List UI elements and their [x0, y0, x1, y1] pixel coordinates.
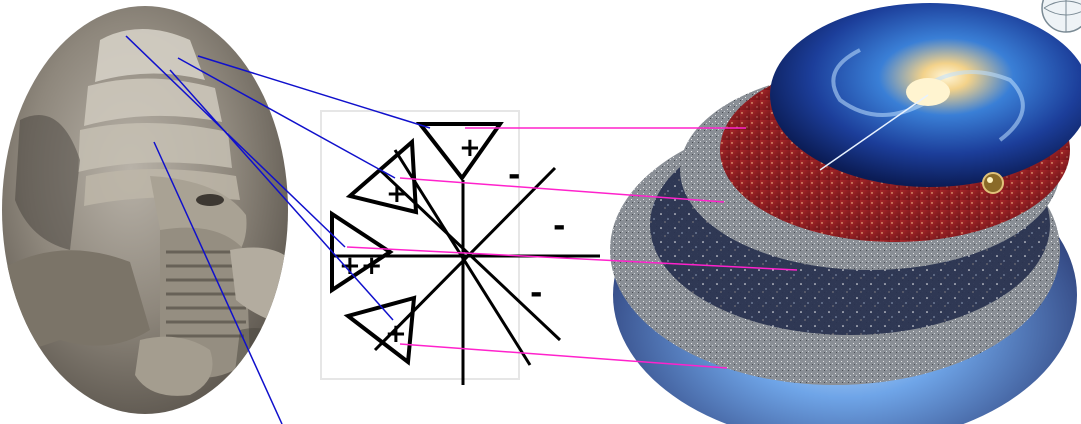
plus-sign-top: +: [459, 133, 481, 163]
minus-sign-lower-right: -: [530, 276, 542, 311]
corner-globe-icon: [1042, 0, 1081, 32]
minus-sign-upper-right: -: [508, 158, 520, 193]
relief-portrait: [0, 6, 300, 414]
plus-sign-upper-left: +: [386, 179, 408, 209]
cosmic-disc-stack: [610, 3, 1081, 424]
minus-sign-right: -: [553, 209, 565, 244]
